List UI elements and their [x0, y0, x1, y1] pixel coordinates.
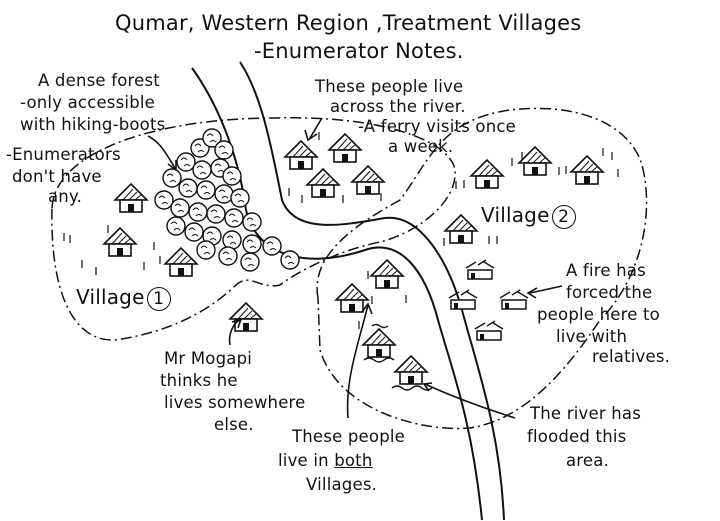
mogapi-note-line3: lives somewhere	[164, 393, 306, 412]
both-note-prefix: live in	[278, 451, 335, 470]
mogapi-note-line1: Mr Mogapi	[164, 349, 253, 368]
burnt-hut-icon	[448, 259, 529, 341]
across-river-note-line3: -A ferry visits once	[358, 117, 516, 136]
fire-note-line2: forced the	[566, 283, 653, 302]
across-river-note-line1: These people live	[315, 77, 464, 96]
flood-note-line3: area.	[566, 451, 610, 470]
village-1-word: Village	[76, 285, 145, 309]
village-1-number: 1	[146, 286, 171, 311]
flood-note-line2: flooded this	[527, 427, 627, 446]
forest-icon	[154, 128, 300, 272]
map-title: Qumar, Western Region ,Treatment Village…	[115, 11, 582, 35]
both-note-line2: live in both	[278, 451, 373, 470]
across-river-note-line2: across the river.	[330, 97, 466, 116]
village-2-number: 2	[551, 204, 576, 229]
mogapi-note-line2: thinks he	[160, 371, 238, 390]
fire-note-line1: A fire has	[566, 261, 646, 280]
enumerators-note-line2: don't have	[12, 167, 102, 186]
across-river-note-line4: a week.	[388, 137, 454, 156]
both-note-emphasis: both	[334, 451, 373, 470]
map-subtitle: -Enumerator Notes.	[254, 39, 464, 63]
village-2-word: Village	[481, 203, 550, 227]
water-icon	[363, 323, 433, 391]
both-note-line3: Villages.	[306, 475, 378, 494]
forest-note-line1: A dense forest	[38, 71, 160, 90]
river	[191, 61, 505, 521]
village-1-boundary	[51, 117, 456, 341]
enumerators-note-line3: any.	[48, 187, 83, 206]
village-2-boundary	[316, 107, 648, 430]
flood-note-line1: The river has	[530, 404, 642, 423]
fire-note-line3: people here to	[537, 305, 660, 324]
forest-note-line2: -only accessible	[20, 93, 155, 112]
mogapi-note-line4: else.	[214, 415, 254, 434]
enumerators-note-line1: -Enumerators	[6, 145, 121, 164]
fire-note-line4: live with	[556, 327, 628, 346]
both-note-line1: These people	[292, 427, 406, 446]
fire-note-line5: relatives.	[592, 347, 671, 366]
forest-note-line3: with hiking-boots	[20, 115, 166, 134]
